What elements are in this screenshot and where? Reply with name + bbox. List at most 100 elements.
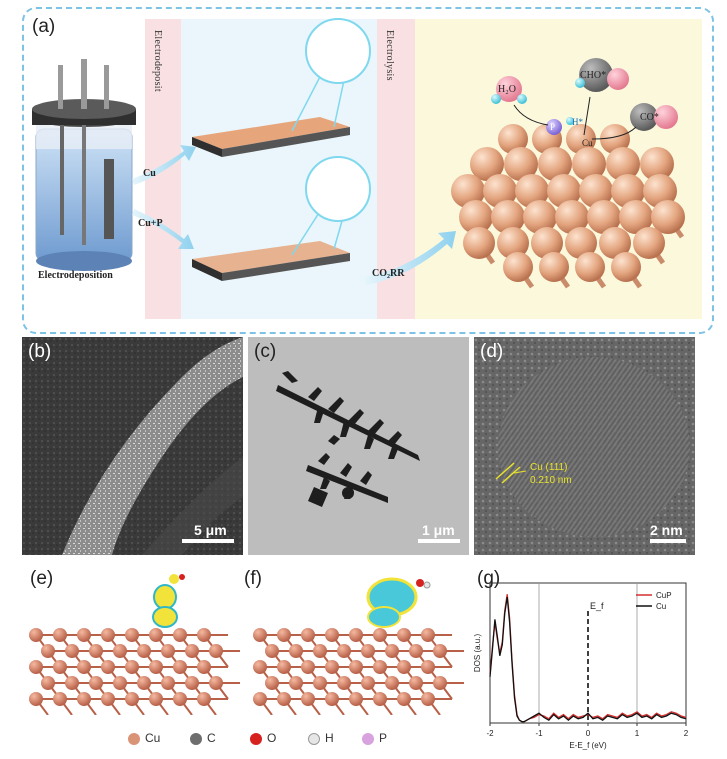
slab-cu-atom <box>277 660 291 674</box>
y-axis-label: DOS (a.u.) <box>473 634 482 673</box>
slab-cu-atom <box>337 644 351 658</box>
slab-cu-atom <box>409 644 423 658</box>
legend-label-cu: Cu <box>656 602 666 611</box>
x-tick-label: 2 <box>684 729 689 738</box>
cluster-cu-atom <box>643 174 677 208</box>
slab-cu-atom <box>421 692 435 706</box>
legend-o: O <box>267 731 277 745</box>
slab-cu-atom <box>53 692 67 706</box>
cu-slab <box>192 117 350 157</box>
slab-cu-atom <box>125 660 139 674</box>
slab-cu-atom <box>373 628 387 642</box>
slab-cu-atom <box>197 628 211 642</box>
co-molecule <box>630 103 678 131</box>
slab-cu-atom <box>125 628 139 642</box>
cluster-cu-atom <box>599 227 631 259</box>
electrodeposition-label: Electrodeposition <box>38 270 113 281</box>
cu-legend-swatch <box>128 733 140 745</box>
slab-cu-atom <box>65 676 79 690</box>
o-legend-swatch <box>250 733 262 745</box>
cu-arrow-label: Cu <box>143 168 156 179</box>
slab-cu-atom <box>325 660 339 674</box>
slab-cu-atom <box>253 660 267 674</box>
cu-arrow <box>132 145 196 185</box>
slab-cu-atom <box>101 660 115 674</box>
cu-site-label: Cu <box>582 138 593 148</box>
cluster-cu-atom <box>483 174 517 208</box>
slab-cu-atom <box>173 628 187 642</box>
slab-cu-atom <box>361 644 375 658</box>
coated-fiber <box>62 337 243 555</box>
cu-slab-model-f <box>253 628 464 715</box>
slab-cu-atom <box>113 676 127 690</box>
slab-cu-atom <box>77 660 91 674</box>
cluster-cu-atom <box>547 174 581 208</box>
charge-density-models <box>29 574 464 715</box>
cluster-cu-atom <box>600 124 630 154</box>
slab-cu-atom <box>385 644 399 658</box>
slab-cu-atom <box>433 644 447 658</box>
cup-arrow-label: Cu+P <box>138 218 163 229</box>
cluster-cu-atom <box>459 200 493 234</box>
slab-cu-atom <box>161 676 175 690</box>
slab-cu-atom <box>197 660 211 674</box>
slab-cu-atom <box>289 676 303 690</box>
slab-cu-atom <box>137 676 151 690</box>
slab-cu-atom <box>113 644 127 658</box>
slab-cu-atom <box>337 676 351 690</box>
dendrite-upper <box>276 371 420 461</box>
cup-zoom-circle <box>305 156 371 222</box>
x-tick-label: -2 <box>486 729 494 738</box>
cu-slab-model-e <box>29 628 240 715</box>
slab-cu-atom <box>265 676 279 690</box>
slab-cu-atom <box>373 660 387 674</box>
h-label: H* <box>572 117 583 127</box>
charge-density-e <box>152 574 185 628</box>
x-tick-label: -1 <box>535 729 543 738</box>
co2rr-label: CO₂RR <box>372 268 405 279</box>
slab-cu-atom <box>101 692 115 706</box>
slab-cu-atom <box>89 676 103 690</box>
cluster-cu-atom <box>531 227 563 259</box>
slab-cu-atom <box>29 692 43 706</box>
p-atom <box>546 119 562 135</box>
co2rr-arrow <box>364 231 456 285</box>
hrtem-scale-bar <box>650 539 686 543</box>
slab-cu-atom <box>197 692 211 706</box>
slab-cu-atom <box>209 644 223 658</box>
slab-cu-atom <box>253 692 267 706</box>
slab-cu-atom <box>277 628 291 642</box>
cho-label: CHO* <box>580 70 607 81</box>
cluster-cu-atom <box>611 252 641 282</box>
slab-cu-atom <box>349 660 363 674</box>
slab-cu-atom <box>53 660 67 674</box>
slab-cu-atom <box>149 692 163 706</box>
charge-density-f <box>366 577 431 628</box>
cluster-cu-atom <box>640 147 674 181</box>
cluster-cu-atom <box>579 174 613 208</box>
h2o-label: H₂O <box>498 84 516 95</box>
h2o-molecule <box>491 76 527 104</box>
cluster-cu-atom <box>555 200 589 234</box>
cluster-cu-atom <box>538 147 572 181</box>
cu-zoom-circle <box>305 18 371 84</box>
cup-arrow <box>132 209 194 249</box>
cho-molecule <box>575 58 629 92</box>
slab-cu-atom <box>313 644 327 658</box>
slab-cu-atom <box>289 644 303 658</box>
lattice-spacing-label: 0.210 nm <box>530 475 572 486</box>
slab-cu-atom <box>161 644 175 658</box>
cluster-cu-atom <box>523 200 557 234</box>
legend-h: H <box>325 731 334 745</box>
x-tick-label: 1 <box>635 729 640 738</box>
cluster-cu-atom <box>451 174 485 208</box>
slab-cu-atom <box>265 644 279 658</box>
cluster-cu-atom <box>498 124 528 154</box>
cluster-cu-atom <box>611 174 645 208</box>
cup-slab <box>192 241 350 281</box>
cluster-cu-atom <box>463 227 495 259</box>
slab-cu-atom <box>397 660 411 674</box>
panel-label-a: (a) <box>32 16 56 37</box>
p-legend-swatch <box>362 733 374 745</box>
slab-cu-atom <box>373 692 387 706</box>
